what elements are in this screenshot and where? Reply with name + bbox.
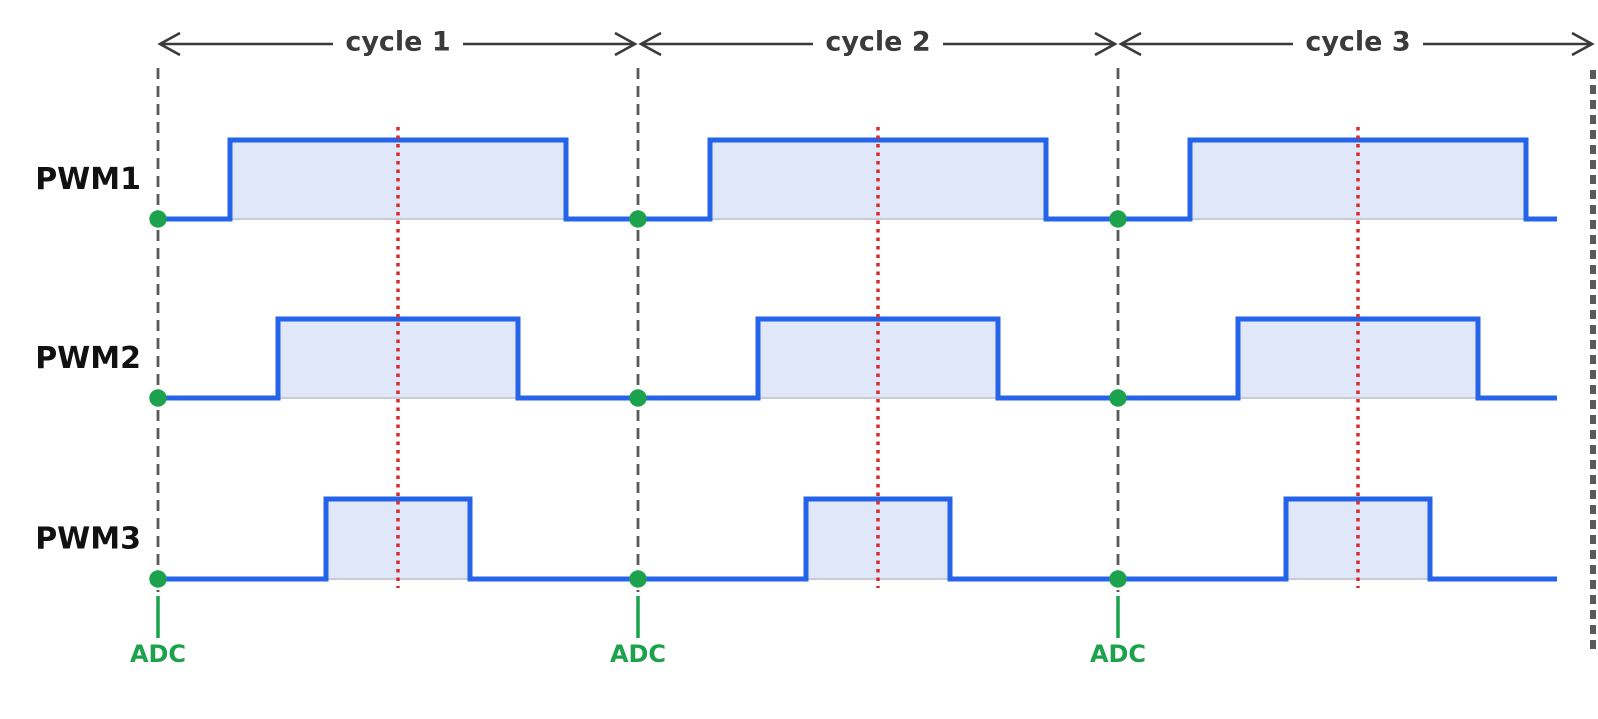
cycle-label: cycle 3: [1305, 27, 1410, 58]
waveform-pwm3: [149, 496, 1557, 588]
adc-label: ADC: [130, 640, 186, 668]
cycle-start-dot: [1109, 570, 1127, 588]
cycle-start-dot: [149, 570, 167, 588]
adc-label: ADC: [610, 640, 666, 668]
cycle-start-dot: [1109, 389, 1127, 407]
waveforms: [149, 137, 1557, 588]
waveform-pwm1: [149, 137, 1557, 228]
signal-label: PWM2: [35, 341, 141, 376]
signal-label: PWM3: [35, 522, 141, 557]
waveform-line: [158, 496, 1557, 582]
waveform-line: [158, 316, 1557, 401]
cycle-label: cycle 1: [345, 27, 450, 58]
cycle-arrows: cycle 1 cycle 2 cycle 3: [157, 27, 1595, 58]
adc-markers: ADC ADC ADC: [130, 596, 1146, 668]
waveform-pwm2: [149, 316, 1557, 407]
cycle-start-dot: [629, 389, 647, 407]
center-lines: [396, 127, 1360, 588]
waveform-line: [158, 137, 1557, 222]
cycle-start-dot: [1109, 210, 1127, 228]
cycle-start-dot: [629, 210, 647, 228]
cycle-start-dot: [149, 389, 167, 407]
cycle-label: cycle 2: [825, 27, 930, 58]
cycle-start-dot: [629, 570, 647, 588]
adc-label: ADC: [1090, 640, 1146, 668]
signal-label: PWM1: [35, 162, 141, 197]
cycle-start-dot: [149, 210, 167, 228]
cycle-boundaries: [156, 68, 1596, 650]
